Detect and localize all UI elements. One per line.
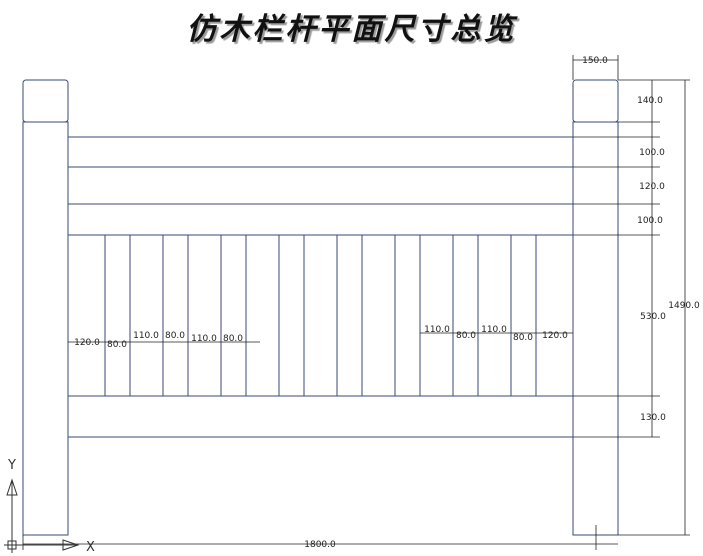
dim-left-spacing: 80.0 — [223, 334, 243, 344]
axis-x-label: X — [86, 540, 95, 555]
dim-total-width: 1800.0 — [304, 540, 336, 550]
dim-right-spacing: 80.0 — [513, 333, 533, 343]
dim-right-spacing: 120.0 — [542, 331, 568, 341]
ucs-axis-icon — [4, 478, 80, 553]
right-post — [572, 121, 619, 536]
axis-y-label: Y — [7, 458, 16, 473]
dim-rail-gap-top: 100.0 — [639, 148, 665, 158]
dim-post-width: 150.0 — [582, 56, 608, 66]
dim-bottom-band: 130.0 — [640, 413, 666, 423]
dim-left-spacing: 110.0 — [133, 331, 159, 341]
dim-rail-band: 120.0 — [639, 182, 665, 192]
dim-left-spacing: 80.0 — [165, 331, 185, 341]
dim-left-spacing: 110.0 — [191, 334, 217, 344]
dim-baluster-height: 530.0 — [640, 312, 666, 322]
dim-post-cap: 140.0 — [637, 96, 663, 106]
dim-right-spacing: 80.0 — [456, 331, 476, 341]
drawing-title: 仿木栏杆平面尺寸总览 — [186, 12, 517, 47]
dim-left-spacing: 120.0 — [74, 338, 100, 348]
dim-left-spacing: 80.0 — [107, 340, 127, 350]
left-post — [22, 121, 69, 536]
dim-right-spacing: 110.0 — [481, 325, 507, 335]
dim-rail-gap-lower: 100.0 — [637, 216, 663, 226]
left-post-cap — [22, 79, 69, 123]
dim-right-spacing: 110.0 — [424, 325, 450, 335]
right-post-cap — [572, 79, 619, 123]
balusters — [104, 235, 537, 396]
dim-total-height: 1490.0 — [668, 301, 700, 311]
